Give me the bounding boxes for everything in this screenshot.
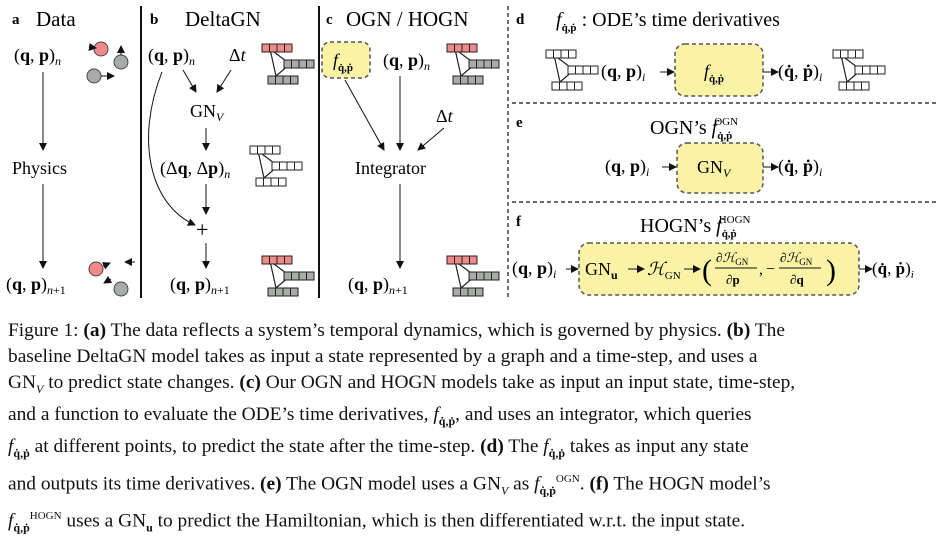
caption-figure-label: Figure 1: — [8, 320, 79, 341]
graph-icon-c-output — [446, 255, 500, 297]
panel-b-dt: Δt — [229, 45, 247, 65]
panel-b: b DeltaGN (q, p)n Δt GNV (Δq, Δp)n + (q,… — [148, 7, 315, 297]
arrow-b-dt-gn — [216, 69, 232, 93]
svg-text:,: , — [759, 261, 763, 278]
caption-a-label: (a) — [83, 320, 107, 341]
arrow-c-f-int — [344, 79, 385, 151]
caption-e-label: (e) — [260, 473, 282, 495]
panel-e-input: (q, p)i — [605, 156, 649, 179]
figure-diagram: a Data (q, p)n Physics (q, p)n+1 b Delta… — [6, 6, 936, 298]
arrow-b-state-gn — [182, 69, 197, 93]
panel-a-state-n: (q, p)n — [14, 45, 61, 68]
panel-e-gnv: GNV — [697, 157, 732, 180]
caption-d-label: (d) — [480, 435, 504, 457]
panel-b-state-n1: (q, p)n+1 — [170, 274, 230, 297]
panel-a-state-n1: (q, p)n+1 — [6, 274, 66, 297]
panel-d-title: fq̇,ṗ : ODE’s time derivatives — [556, 9, 780, 34]
panel-d-letter: d — [516, 12, 525, 28]
caption-line-3: GNV to predict state changes. (c) Our OG… — [8, 372, 796, 396]
caption-a-text: The data reflects a system’s temporal dy… — [110, 320, 722, 341]
panel-e-letter: e — [516, 115, 523, 131]
caption-line-6: and outputs its time derivatives. (e) Th… — [8, 472, 771, 497]
panel-a-letter: a — [12, 12, 20, 28]
panel-b-letter: b — [150, 12, 158, 28]
panel-b-gnv: GNV — [190, 101, 225, 124]
svg-text:∂ℋGN: ∂ℋGN — [716, 250, 749, 267]
panel-a: a Data (q, p)n Physics (q, p)n+1 — [6, 7, 135, 297]
caption-b-label: (b) — [726, 320, 751, 341]
panel-d-f: fq̇,ṗ — [704, 61, 724, 85]
caption-line-4: and a function to evaluate the ODE’s tim… — [8, 403, 752, 428]
panel-b-state-n: (q, p)n — [148, 45, 195, 68]
caption-f-label: (f) — [589, 473, 609, 495]
f-box-c — [321, 41, 371, 79]
panel-e-title: OGN’s fq̇,ṗOGN — [650, 116, 738, 142]
physics-system-icon-top — [86, 41, 129, 84]
panel-b-delta: (Δq, Δp)n — [160, 158, 230, 181]
panel-f-output: (q̇, ṗ)i — [872, 259, 914, 281]
panel-f-gnu: GNu — [585, 259, 618, 282]
hamiltonian-derivative: ( ∂ℋGN ∂p , − ∂ℋGN ∂q ) — [702, 250, 836, 287]
hogn-box-f — [578, 242, 860, 296]
graph-icon-c-input — [446, 43, 500, 85]
panel-c: c OGN / HOGN fq̇,ṗ (q, p)n Δt Integrator… — [321, 7, 500, 297]
panel-d-input: (q, p)i — [601, 61, 645, 84]
caption-c-label: (c) — [239, 372, 261, 393]
panel-c-letter: c — [326, 12, 333, 28]
panel-c-state-n1: (q, p)n+1 — [348, 274, 408, 297]
panel-f: f HOGN’s fq̇,ṗHOGN (q, p)i GNu ℋGN ( ∂ℋG… — [512, 214, 914, 296]
panel-e-output: (q̇, ṗ)i — [778, 156, 822, 179]
graph-icon-d-input — [545, 49, 599, 91]
svg-text:∂p: ∂p — [726, 272, 740, 287]
svg-text:∂ℋGN: ∂ℋGN — [780, 250, 813, 267]
panel-d-output: (q̇, ṗ)i — [778, 61, 822, 84]
panel-c-title: OGN / HOGN — [346, 7, 469, 31]
caption-line-1: Figure 1: (a) The data reflects a system… — [8, 320, 785, 341]
panel-f-ham: ℋGN — [647, 259, 681, 282]
arrow-c-dt-int — [417, 127, 445, 151]
svg-text:(: ( — [702, 254, 712, 287]
panel-d: d fq̇,ṗ : ODE’s time derivatives (q, p)i… — [516, 9, 886, 97]
integrator-label: Integrator — [355, 158, 426, 178]
physics-label: Physics — [12, 158, 67, 178]
graph-icon-b-delta — [249, 145, 303, 187]
graph-icon-b-input — [261, 43, 315, 85]
graph-icon-d-output — [832, 49, 886, 91]
caption-line-7: fq̇,ṗHOGN uses a GNu to predict the Hami… — [8, 509, 746, 535]
graph-icon-b-output — [261, 255, 315, 297]
svg-text:): ) — [826, 254, 836, 287]
figure-caption: Figure 1: (a) The data reflects a system… — [8, 318, 932, 540]
gnv-box-e — [676, 142, 764, 194]
svg-text:−: − — [766, 261, 775, 278]
panel-b-title: DeltaGN — [185, 7, 261, 31]
panel-a-title: Data — [36, 7, 76, 31]
panel-c-f: fq̇,ṗ — [333, 50, 353, 74]
panel-f-title: HOGN’s fq̇,ṗHOGN — [640, 214, 751, 240]
panel-f-input: (q, p)i — [512, 258, 556, 281]
arrow-b-skip — [148, 71, 196, 226]
caption-line-2: baseline DeltaGN model takes as input a … — [8, 346, 758, 367]
physics-system-icon-bottom — [88, 256, 135, 297]
panel-c-state-n: (q, p)n — [383, 50, 430, 73]
panel-b-plus: + — [196, 217, 208, 242]
panel-c-dt: Δt — [436, 106, 454, 126]
f-box-d — [674, 43, 764, 97]
caption-line-5: fq̇,ṗ at different points, to predict th… — [8, 435, 749, 460]
panel-f-letter: f — [516, 214, 522, 230]
svg-text:∂q: ∂q — [790, 272, 804, 287]
panel-e: e OGN’s fq̇,ṗOGN (q, p)i GNV (q̇, ṗ)i — [516, 115, 822, 194]
